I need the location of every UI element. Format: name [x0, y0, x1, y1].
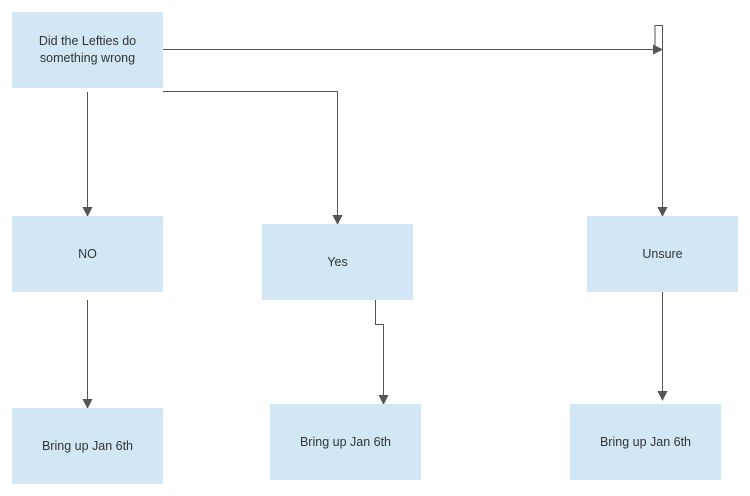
question-node[interactable]: Did the Lefties do something wrong: [12, 12, 163, 88]
result-yes-label: Bring up Jan 6th: [299, 434, 392, 449]
result-unsure-node[interactable]: Bring up Jan 6th: [570, 404, 721, 480]
result-no-node[interactable]: Bring up Jan 6th: [12, 408, 163, 484]
answer-yes-label: Yes: [327, 254, 348, 269]
answer-yes-node[interactable]: Yes: [262, 224, 413, 300]
answer-unsure-node[interactable]: Unsure: [587, 216, 738, 292]
edge-yes-to-result: [375, 300, 389, 405]
edge-question-to-yes: [163, 91, 343, 225]
result-yes-node[interactable]: Bring up Jan 6th: [270, 404, 421, 480]
answer-unsure-label: Unsure: [642, 246, 683, 261]
answer-no-label: NO: [78, 246, 97, 261]
edge-question-to-unsure-descent: [654, 25, 668, 217]
question-node-label: Did the Lefties do something wrong: [38, 34, 137, 65]
answer-no-node[interactable]: NO: [12, 216, 163, 292]
result-no-label: Bring up Jan 6th: [41, 438, 134, 453]
result-unsure-label: Bring up Jan 6th: [599, 434, 692, 449]
